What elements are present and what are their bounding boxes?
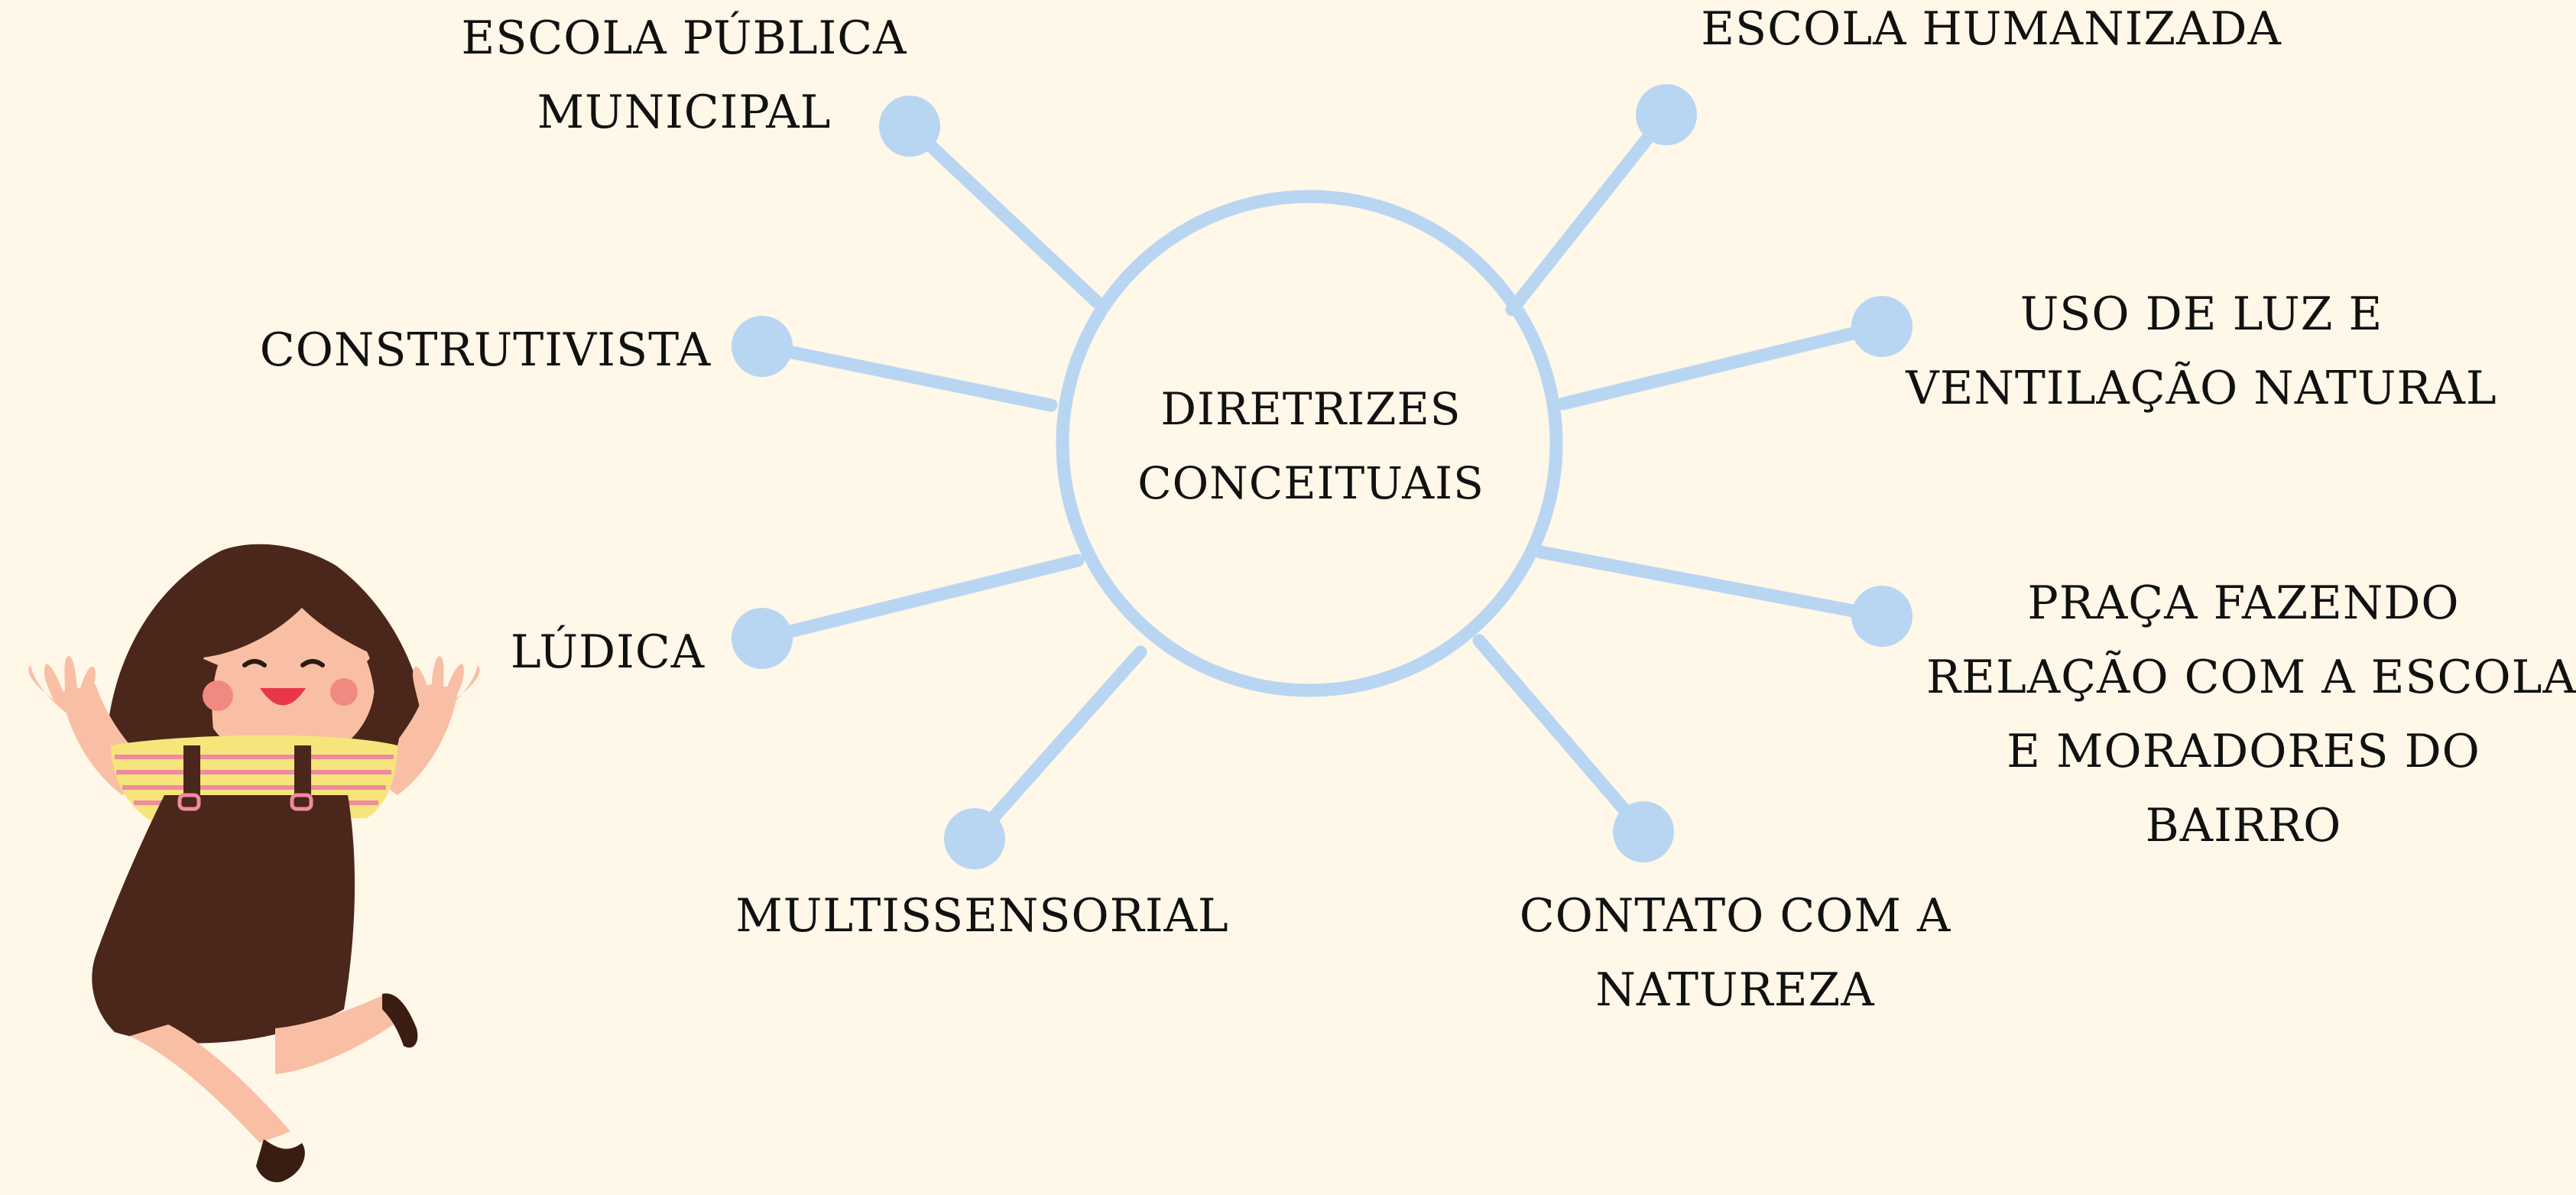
label-uso-luz: USO DE LUZ E VENTILAÇÃO NATURAL <box>1896 278 2507 426</box>
dot-escola-publica <box>879 96 940 157</box>
girl-jumping-illustration <box>28 544 480 1183</box>
label-line: ESCOLA HUMANIZADA <box>1701 2 2282 56</box>
label-line: LÚDICA <box>510 625 706 679</box>
connector-escola-humanizada <box>1505 108 1673 317</box>
dot-escola-humanizada <box>1636 84 1697 145</box>
connector-construtivista <box>755 339 1058 412</box>
connector-multissensorial <box>968 645 1147 846</box>
connector-praca <box>1533 545 1889 623</box>
center-title-line-1: DIRETRIZES <box>1160 383 1462 435</box>
label-line: ESCOLA PÚBLICA <box>461 11 907 65</box>
label-line: MUNICIPAL <box>537 86 832 139</box>
connector-uso-luz <box>1556 320 1889 411</box>
dot-praca <box>1851 586 1913 647</box>
dot-uso-luz <box>1851 296 1913 357</box>
dot-ludica <box>732 608 793 669</box>
label-line: CONTATO COM A <box>1519 889 1951 943</box>
label-line: CONSTRUTIVISTA <box>259 323 712 377</box>
node-dots <box>732 84 1913 869</box>
label-contato-natureza: CONTATO COM A NATUREZA <box>1498 879 1972 1028</box>
center-title-line-2: CONCEITUAIS <box>1137 457 1484 509</box>
label-multissensorial: MULTISSENSORIAL <box>688 879 1277 953</box>
label-line: PRAÇA FAZENDO <box>2027 576 2460 630</box>
dot-contato-natureza <box>1613 801 1674 862</box>
center-circle <box>1056 190 1563 697</box>
label-construtivista: CONSTRUTIVISTA <box>252 313 719 388</box>
label-line: NATUREZA <box>1595 963 1875 1017</box>
label-line: USO DE LUZ E <box>2020 287 2383 341</box>
dot-construtivista <box>732 316 793 377</box>
label-line: RELAÇÃO COM A ESCOLA <box>1926 651 2576 704</box>
label-line: BAIRRO <box>2145 799 2342 852</box>
dot-multissensorial <box>944 808 1005 869</box>
connector-ludica <box>755 554 1085 645</box>
label-line: E MORADORES DO <box>2007 725 2480 778</box>
label-line: VENTILAÇÃO NATURAL <box>1906 362 2497 415</box>
label-praca: PRAÇA FAZENDO RELAÇÃO COM A ESCOLA E MOR… <box>1926 567 2576 863</box>
label-ludica: LÚDICA <box>474 615 741 690</box>
center-title: DIRETRIZES CONCEITUAIS <box>1082 372 1540 521</box>
label-escola-publica: ESCOLA PÚBLICA MUNICIPAL <box>451 2 917 150</box>
label-escola-humanizada: ESCOLA HUMANIZADA <box>1682 0 2301 67</box>
connector-contato-natureza <box>1472 634 1650 839</box>
label-line: MULTISSENSORIAL <box>735 889 1229 943</box>
connectors <box>755 108 1889 846</box>
connector-escola-publica <box>903 119 1104 309</box>
